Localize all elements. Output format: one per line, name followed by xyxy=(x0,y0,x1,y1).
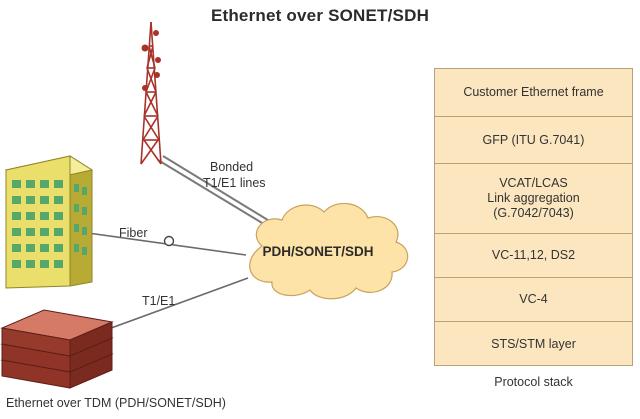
diagram-title: Ethernet over SONET/SDH xyxy=(210,6,430,25)
stack-layer: VCAT/LCAS Link aggregation (G.7042/7043) xyxy=(435,163,632,233)
protocol-stack-caption: Protocol stack xyxy=(494,375,573,389)
cloud-icon xyxy=(249,202,409,300)
stack-layer: Customer Ethernet frame xyxy=(435,69,632,116)
stack-layer-label: VC-4 xyxy=(519,292,548,306)
stack-layer: STS/STM layer xyxy=(435,321,632,366)
stack-layer: GFP (ITU G.7041) xyxy=(435,116,632,163)
t1e1-lines-label: T1/E1 lines xyxy=(203,176,266,190)
stack-layer-label: VC-11,12, DS2 xyxy=(491,248,576,262)
tower-connection xyxy=(157,155,277,230)
fiber-connector-icon xyxy=(163,235,175,247)
t1e1-connection xyxy=(91,277,249,336)
stack-layer-label: Customer Ethernet frame xyxy=(463,85,604,99)
stack-layer-label: GFP (ITU G.7041) xyxy=(482,132,585,147)
protocol-stack: Customer Ethernet frame GFP (ITU G.7041)… xyxy=(434,68,633,366)
stack-layer-label: VCAT/LCAS Link aggregation (G.7042/7043) xyxy=(487,176,580,220)
stack-layer: VC-4 xyxy=(435,277,632,321)
stack-layer: VC-11,12, DS2 xyxy=(435,233,632,277)
bonded-label: Bonded xyxy=(210,160,254,174)
stack-layer-label: STS/STM layer xyxy=(491,336,576,351)
bottom-caption: Ethernet over TDM (PDH/SONET/SDH) xyxy=(6,396,226,410)
equipment-stack-icon xyxy=(0,309,114,389)
tower-icon xyxy=(140,21,162,165)
t1e1-label: T1/E1 xyxy=(142,294,176,308)
cloud-label: PDH/SONET/SDH xyxy=(262,244,374,259)
fiber-label: Fiber xyxy=(119,226,148,240)
building-icon xyxy=(4,155,94,289)
